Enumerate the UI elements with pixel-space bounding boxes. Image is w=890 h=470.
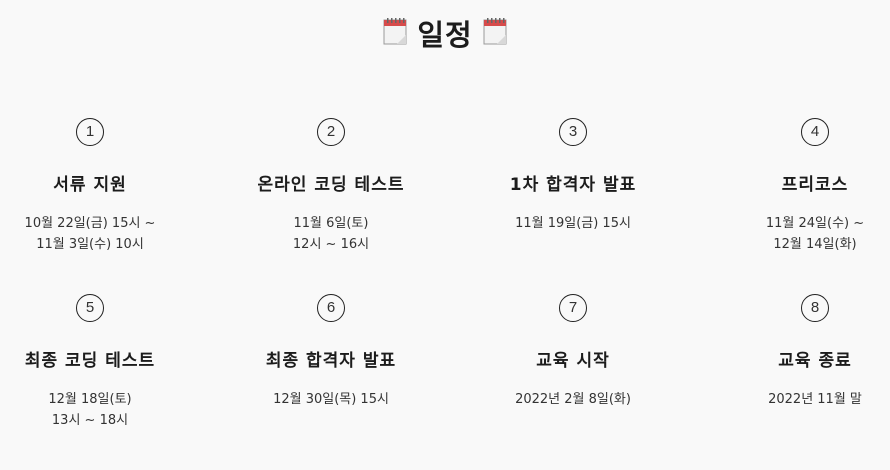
step-date-line: 12시 ~ 16시 bbox=[292, 237, 370, 252]
step-date: 11월 6일(토) 12시 ~ 16시 bbox=[226, 213, 436, 255]
step-date: 11월 19일(금) 15시 bbox=[468, 213, 678, 234]
step-date-line: 12월 30일(목) 15시 bbox=[273, 392, 389, 407]
step-name: 최종 코딩 테스트 bbox=[24, 351, 156, 371]
schedule-step: 7 교육 시작 2022년 2월 8일(화) bbox=[468, 294, 678, 410]
step-date-line: 2022년 2월 8일(화) bbox=[515, 392, 631, 407]
step-date: 2022년 2월 8일(화) bbox=[468, 389, 678, 410]
step-date-line: 13시 ~ 18시 bbox=[51, 413, 129, 428]
step-number-badge: 8 bbox=[801, 294, 829, 322]
schedule-title: 일정 bbox=[0, 12, 890, 54]
step-date: 12월 30일(목) 15시 bbox=[226, 389, 436, 410]
step-name: 교육 시작 bbox=[536, 351, 610, 371]
step-name: 서류 지원 bbox=[53, 175, 127, 195]
schedule-row: 5 최종 코딩 테스트 12월 18일(토) 13시 ~ 18시 6 최종 합격자 발표 1… bbox=[0, 294, 890, 470]
step-date-line: 12월 18일(토) bbox=[48, 392, 132, 407]
schedule-page: 일정 1 서류 지원 10월 22일(금) 15시 ~ 11월 3일(수) 10시 2 온… bbox=[0, 12, 890, 428]
step-name: 온라인 코딩 테스트 bbox=[257, 175, 405, 195]
step-number-badge: 2 bbox=[317, 118, 345, 146]
step-number-badge: 7 bbox=[559, 294, 587, 322]
schedule-step: 3 1차 합격자 발표 11월 19일(금) 15시 bbox=[468, 118, 678, 234]
calendar-icon bbox=[383, 17, 407, 49]
step-date-line: 2022년 11월 말 bbox=[768, 392, 862, 407]
step-date: 10월 22일(금) 15시 ~ 11월 3일(수) 10시 bbox=[0, 213, 195, 255]
step-date-line: 11월 19일(금) 15시 bbox=[515, 216, 631, 231]
step-date-line: 12월 14일(화) bbox=[773, 237, 857, 252]
schedule-step: 8 교육 종료 2022년 11월 말 bbox=[710, 294, 890, 410]
page-title: 일정 bbox=[417, 18, 473, 52]
step-name: 프리코스 bbox=[781, 175, 849, 195]
step-date-line: 11월 6일(토) bbox=[293, 216, 369, 231]
schedule-step: 1 서류 지원 10월 22일(금) 15시 ~ 11월 3일(수) 10시 bbox=[0, 118, 195, 255]
step-number-badge: 4 bbox=[801, 118, 829, 146]
calendar-icon bbox=[483, 17, 507, 49]
schedule-row: 1 서류 지원 10월 22일(금) 15시 ~ 11월 3일(수) 10시 2 온라인 … bbox=[0, 118, 890, 294]
step-date-line: 11월 24일(수) ~ bbox=[765, 216, 865, 231]
step-name: 1차 합격자 발표 bbox=[509, 175, 637, 195]
step-number-badge: 6 bbox=[317, 294, 345, 322]
schedule-step: 4 프리코스 11월 24일(수) ~ 12월 14일(화) bbox=[710, 118, 890, 255]
step-date: 2022년 11월 말 bbox=[710, 389, 890, 410]
schedule-step: 5 최종 코딩 테스트 12월 18일(토) 13시 ~ 18시 bbox=[0, 294, 195, 431]
step-number-badge: 5 bbox=[76, 294, 104, 322]
step-name: 교육 종료 bbox=[778, 351, 852, 371]
step-date: 12월 18일(토) 13시 ~ 18시 bbox=[0, 389, 195, 431]
step-number-badge: 3 bbox=[559, 118, 587, 146]
schedule-step: 6 최종 합격자 발표 12월 30일(목) 15시 bbox=[226, 294, 436, 410]
step-name: 최종 합격자 발표 bbox=[265, 351, 397, 371]
step-number-badge: 1 bbox=[76, 118, 104, 146]
step-date-line: 10월 22일(금) 15시 ~ bbox=[24, 216, 156, 231]
schedule-grid: 1 서류 지원 10월 22일(금) 15시 ~ 11월 3일(수) 10시 2 온라인 … bbox=[0, 118, 890, 470]
schedule-step: 2 온라인 코딩 테스트 11월 6일(토) 12시 ~ 16시 bbox=[226, 118, 436, 255]
step-date: 11월 24일(수) ~ 12월 14일(화) bbox=[710, 213, 890, 255]
step-date-line: 11월 3일(수) 10시 bbox=[36, 237, 144, 252]
